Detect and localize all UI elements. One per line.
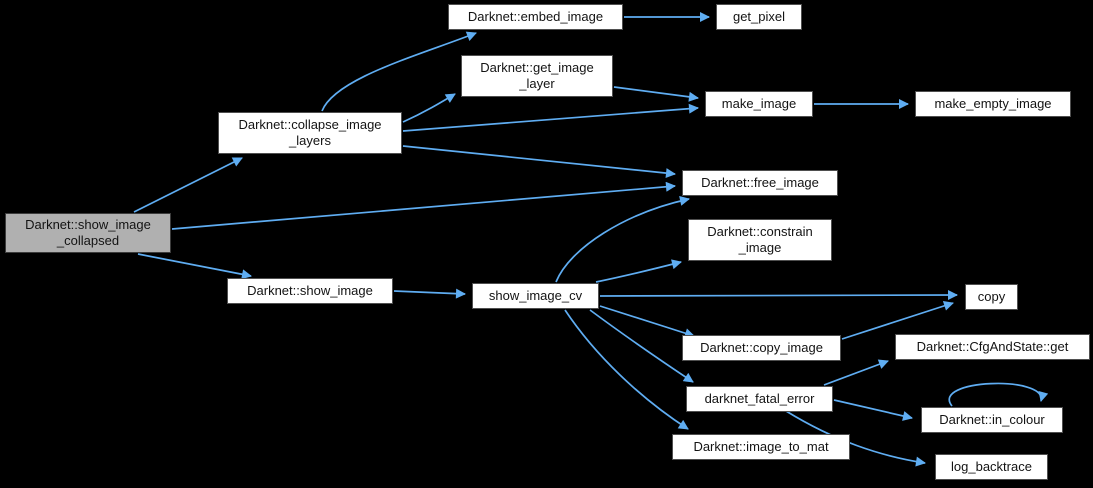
node-label-cfgandstate-get: Darknet::CfgAndState::get [916,339,1069,354]
node-collapse-image-layers[interactable]: Darknet::collapse_image _layers [218,112,402,154]
node-in-colour[interactable]: Darknet::in_colour [921,407,1063,433]
node-label-log-backtrace: log_backtrace [951,459,1032,474]
node-label-embed-image: Darknet::embed_image [467,9,604,24]
node-image-to-mat[interactable]: Darknet::image_to_mat [672,434,850,460]
node-label-make-empty-image: make_empty_image [934,96,1052,111]
node-embed-image[interactable]: Darknet::embed_image [448,4,623,30]
node-label-in-colour: Darknet::in_colour [939,412,1045,427]
edge-darknet-fatal-error-to-cfgandstate-get [823,359,889,386]
node-cfgandstate-get[interactable]: Darknet::CfgAndState::get [895,334,1090,360]
edge-collapse-image-layers-to-get-image-layer [402,93,456,123]
edge-collapse-image-layers-to-free-image [402,145,676,179]
node-label-get-image-layer: Darknet::get_image _layer [480,60,594,91]
node-label-make-image: make_image [721,96,797,111]
node-make-empty-image[interactable]: make_empty_image [915,91,1071,117]
node-label-get-pixel: get_pixel [732,9,786,24]
node-make-image[interactable]: make_image [705,91,813,117]
edge-show-image-cv-to-copy-image [599,305,695,339]
node-get-pixel[interactable]: get_pixel [716,4,802,30]
edge-show-image-cv-to-darknet-fatal-error [589,309,694,383]
node-label-darknet-fatal-error: darknet_fatal_error [704,391,815,406]
node-copy[interactable]: copy [965,284,1018,310]
node-label-collapse-image-layers: Darknet::collapse_image _layers [238,117,382,148]
node-label-show-image-collapsed: Darknet::show_image _collapsed [25,217,151,248]
edge-darknet-fatal-error-to-in-colour [833,399,913,421]
edge-collapse-image-layers-to-embed-image [321,31,477,112]
node-show-image[interactable]: Darknet::show_image [227,278,393,304]
edge-collapse-image-layers-to-make-image [402,103,699,132]
node-copy-image[interactable]: Darknet::copy_image [682,335,841,361]
node-label-image-to-mat: Darknet::image_to_mat [693,439,829,454]
edge-show-image-collapsed-to-collapse-image-layers [133,157,243,213]
node-get-image-layer[interactable]: Darknet::get_image _layer [461,55,613,97]
node-darknet-fatal-error[interactable]: darknet_fatal_error [686,386,833,412]
edge-get-image-layer-to-make-image [613,86,699,102]
edge-show-image-collapsed-to-show-image [137,253,252,280]
edge-copy-image-to-copy [841,301,954,340]
edge-in-colour-to-in-colour [948,382,1049,407]
node-free-image[interactable]: Darknet::free_image [682,170,838,196]
edge-show-image-cv-to-free-image [555,196,690,283]
node-show-image-collapsed[interactable]: Darknet::show_image _collapsed [5,213,171,253]
node-log-backtrace[interactable]: log_backtrace [935,454,1048,480]
edge-show-image-cv-to-copy [599,290,958,301]
edge-show-image-collapsed-to-free-image [171,181,676,230]
edge-darknet-fatal-error-to-log-backtrace [785,410,926,467]
node-label-show-image-cv: show_image_cv [488,288,583,303]
edge-show-image-cv-to-constrain-image [595,259,682,283]
edge-show-image-to-show-image-cv [393,288,466,299]
node-label-constrain-image: Darknet::constrain _image [707,224,813,255]
node-label-copy-image: Darknet::copy_image [700,340,823,355]
edge-show-image-cv-to-image-to-mat [564,309,689,430]
node-label-show-image: Darknet::show_image [247,283,373,298]
node-show-image-cv[interactable]: show_image_cv [472,283,599,309]
node-label-copy: copy [977,289,1006,304]
node-constrain-image[interactable]: Darknet::constrain _image [688,219,832,261]
edges-group [133,12,1049,467]
node-label-free-image: Darknet::free_image [701,175,819,190]
